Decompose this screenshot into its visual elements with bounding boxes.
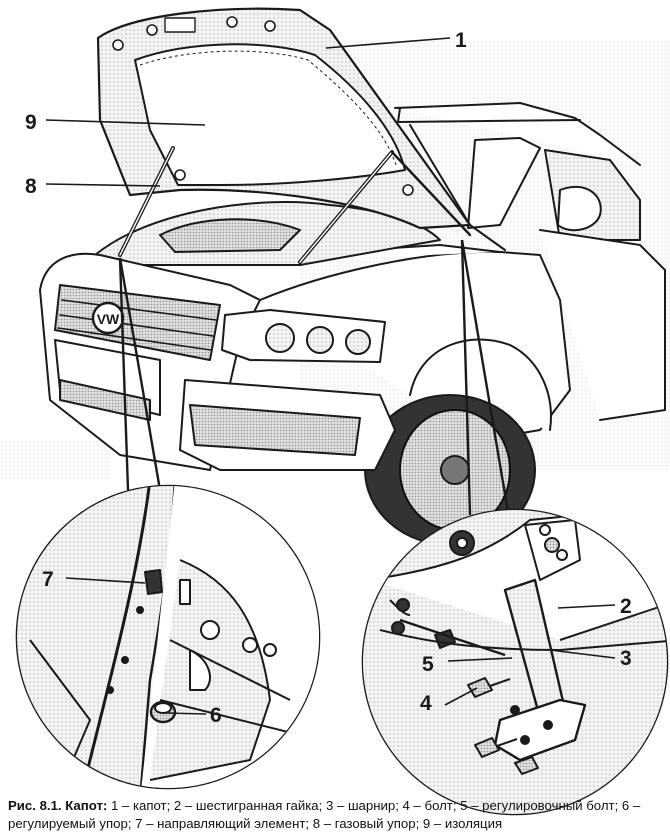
caption-text: 1 – капот; 2 – шестигранная гайка; 3 – ш… [8,798,641,831]
leader-8 [45,183,161,187]
callout-1: 1 [455,29,467,52]
figure-caption: Рис. 8.1. Капот: 1 – капот; 2 – шестигра… [8,797,664,833]
caption-label: Рис. 8.1. Капот: [8,798,108,813]
callout-7: 7 [42,568,54,591]
leader-7 [65,577,146,584]
vw-logo: VW [97,311,120,327]
callout-2: 2 [620,595,632,618]
callout-8: 8 [25,175,37,198]
leader-3 [549,649,616,659]
callout-6: 6 [210,704,222,727]
car-illustration: VW [39,102,666,546]
leader-4 [444,687,478,706]
open-hood [96,7,472,230]
detail-circle-left [15,484,321,790]
leader-1 [325,37,451,49]
gas-struts [118,146,472,264]
callout-4: 4 [420,692,432,715]
leader-2 [557,604,616,609]
leader-9 [45,119,206,126]
leader-6 [164,712,207,715]
detail-guide-lines [118,239,510,516]
callout-9: 9 [25,111,37,134]
leader-5 [447,657,513,662]
callout-3: 3 [620,647,632,670]
callout-5: 5 [422,653,434,676]
leader-lines [45,37,616,715]
